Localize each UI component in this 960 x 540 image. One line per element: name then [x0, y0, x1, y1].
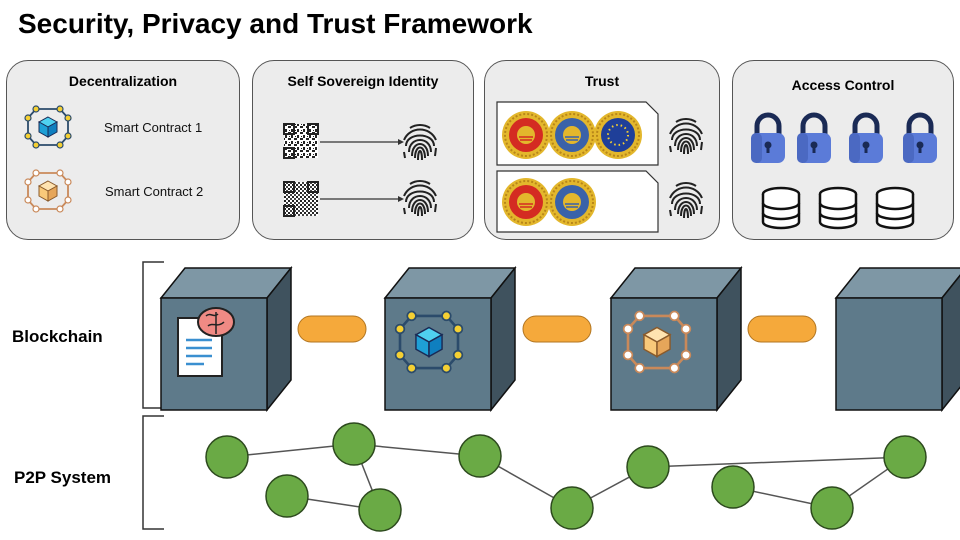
block-3 [610, 267, 742, 411]
certificate-seal-icon [547, 177, 597, 227]
p2p-node [358, 488, 402, 532]
arrow-icon [320, 139, 404, 145]
blockchain-label: Blockchain [12, 327, 103, 346]
p2p-bracket [142, 415, 164, 530]
fingerprint-icon [403, 180, 437, 217]
smart-contract-1-label: Smart Contract 1 [104, 120, 203, 135]
block-2 [384, 267, 516, 411]
certificate-seal-icon [501, 177, 551, 227]
p2p-node [883, 435, 927, 479]
smart-contract-2-label: Smart Contract 2 [105, 184, 204, 199]
fingerprint-icon [669, 118, 703, 155]
chain-link [522, 315, 592, 343]
blockchain-bracket [142, 261, 164, 409]
padlock-icon [903, 115, 937, 163]
arrow-icon [320, 196, 404, 202]
fingerprint-icon [403, 124, 437, 161]
padlock-icon [751, 115, 785, 163]
chain-link [747, 315, 817, 343]
p2p-system-label: P2P System [14, 468, 112, 487]
block-4 [835, 267, 960, 411]
smart-contract-blue-icon [24, 105, 72, 149]
p2p-node [810, 486, 854, 530]
database-icon [875, 186, 915, 230]
certificate-seal-icon [547, 110, 597, 160]
p2p-node [711, 465, 755, 509]
p2p-node [458, 434, 502, 478]
decentralization-panel: Decentralization [6, 60, 240, 240]
smart-contract-orange-icon [24, 169, 72, 213]
fingerprint-icon [669, 182, 703, 219]
certificate-seal-icon [593, 110, 643, 160]
p2p-node [550, 486, 594, 530]
padlock-icon [849, 115, 883, 163]
access-control-title: Access Control [791, 77, 895, 93]
trust-title: Trust [584, 73, 620, 89]
database-icon [818, 186, 858, 230]
p2p-node [626, 445, 670, 489]
ssi-title: Self Sovereign Identity [287, 73, 439, 89]
qr-code-icon [283, 181, 319, 217]
decentralization-title: Decentralization [68, 73, 178, 89]
page-title: Security, Privacy and Trust Framework [18, 8, 533, 39]
chain-link [297, 315, 367, 343]
qr-code-icon [283, 123, 319, 159]
p2p-node [205, 435, 249, 479]
database-icon [761, 186, 801, 230]
padlock-icon [797, 115, 831, 163]
p2p-node [265, 474, 309, 518]
certificate-seal-icon [501, 110, 551, 160]
p2p-node [332, 422, 376, 466]
document-brain-icon [177, 307, 235, 377]
